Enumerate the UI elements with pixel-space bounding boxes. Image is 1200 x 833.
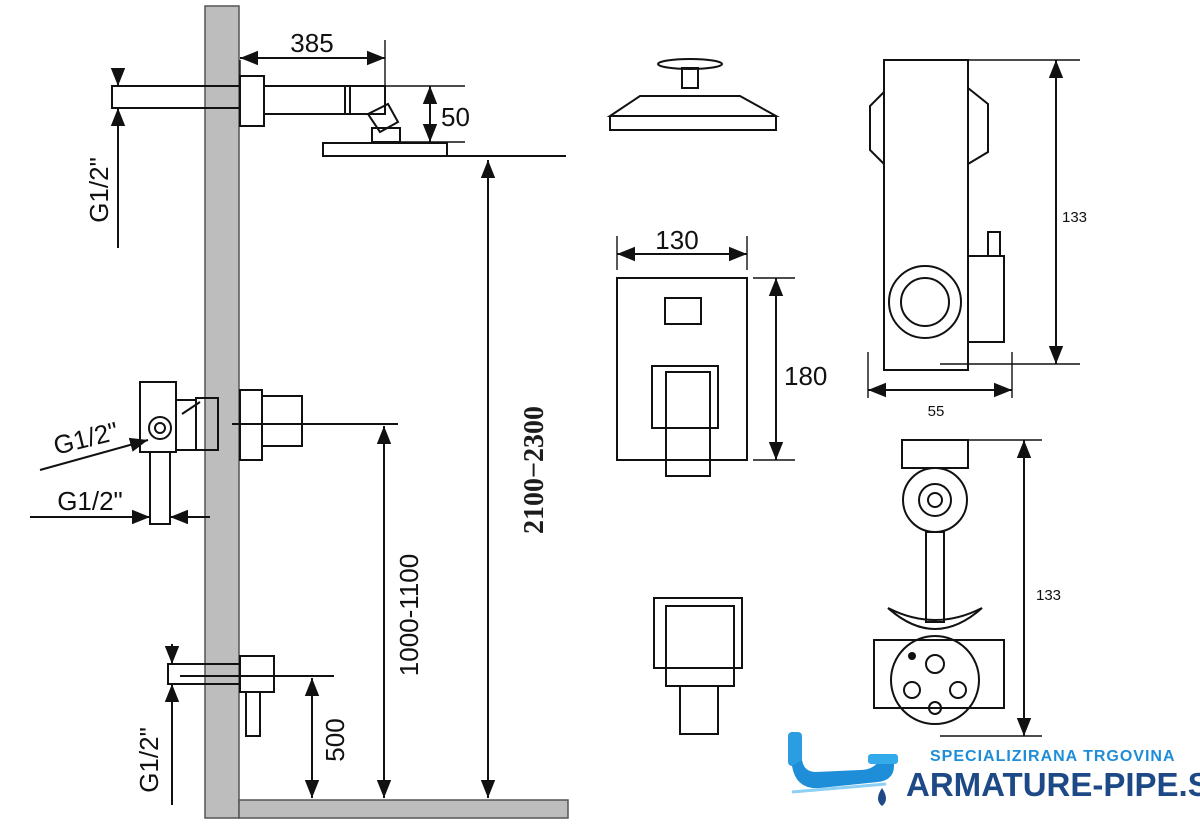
spout-front	[653, 597, 743, 735]
valve-side-width-label: 55	[928, 403, 945, 420]
valve-body-side: 133 55	[867, 59, 1087, 420]
wall-section	[204, 5, 569, 819]
mixer-body	[139, 381, 398, 525]
thread-mixer-angled: G1/2"	[39, 416, 149, 471]
shower-head-3d	[606, 58, 780, 131]
head-offset-label: 50	[441, 102, 470, 132]
overall-height-label: 2100−2300	[519, 406, 550, 534]
bottom-spout	[164, 644, 334, 805]
thread-mixer-lower-label: G1/2"	[57, 486, 123, 516]
dim-arm-length: 385	[239, 28, 386, 86]
mixer-plate-front: 130 180	[616, 225, 827, 477]
dim-overall-height: 2100−2300	[480, 160, 550, 798]
spout-height-label: 500	[320, 718, 350, 761]
dim-spout-height: 500	[304, 678, 350, 798]
plate-width-label: 130	[655, 225, 698, 255]
valve-body-front: 133	[873, 439, 1061, 737]
thread-mixer-lower: G1/2"	[30, 486, 210, 525]
dim-head-offset: 50	[385, 85, 470, 143]
valve-front-height-label: 133	[1036, 587, 1061, 604]
thread-mixer-angled-label: G1/2"	[50, 416, 121, 461]
thread-bottom-label: G1/2"	[134, 727, 164, 793]
faucet-logo	[788, 732, 898, 806]
dim-mixer-height: 1000-1100	[376, 426, 424, 798]
mixer-height-label: 1000-1100	[394, 554, 424, 676]
thread-top-label: G1/2"	[84, 157, 114, 223]
brand-watermark: SPECIALIZIRANA TRGOVINA ARMATURE-PIPE.SI	[782, 726, 1200, 822]
plate-height-label: 180	[784, 361, 827, 391]
brand-tagline: SPECIALIZIRANA TRGOVINA	[930, 748, 1176, 765]
brand-name: ARMATURE-PIPE.SI	[906, 766, 1200, 803]
arm-length-label: 385	[290, 28, 333, 58]
valve-side-height-label: 133	[1062, 209, 1087, 226]
shower-head-side	[322, 142, 566, 157]
shower-arm	[239, 75, 401, 143]
